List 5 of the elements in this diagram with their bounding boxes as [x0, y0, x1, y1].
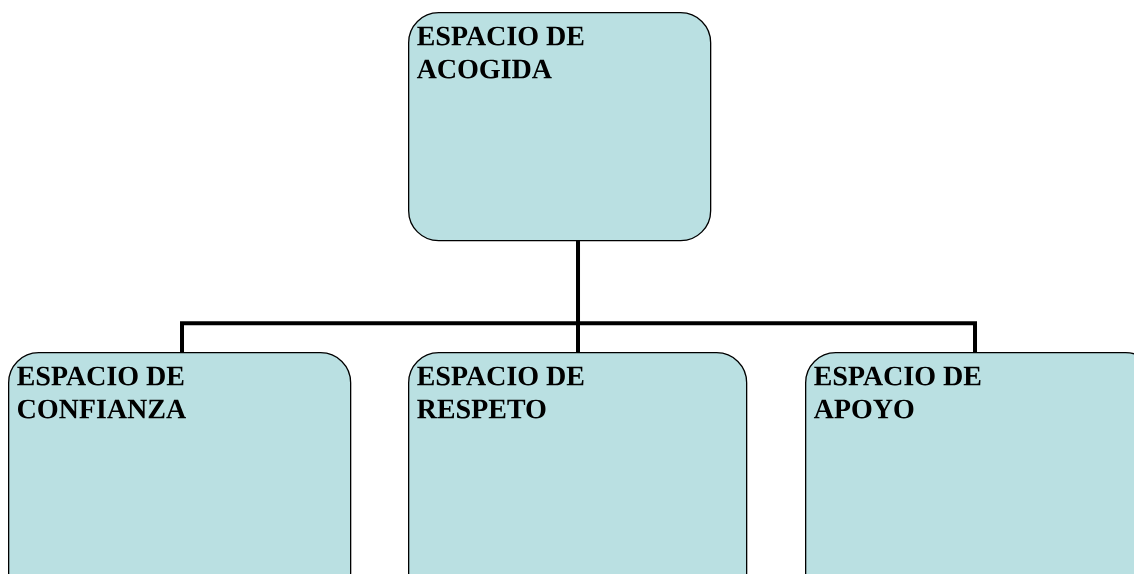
rounded-box: ESPACIO DE ACOGIDA: [408, 12, 712, 242]
rounded-box: ESPACIO DE APOYO: [805, 352, 1134, 574]
connector-line: [576, 241, 977, 352]
rounded-box: ESPACIO DE RESPETO: [408, 352, 748, 574]
rounded-box: ESPACIO DE CONFIANZA: [8, 352, 352, 574]
